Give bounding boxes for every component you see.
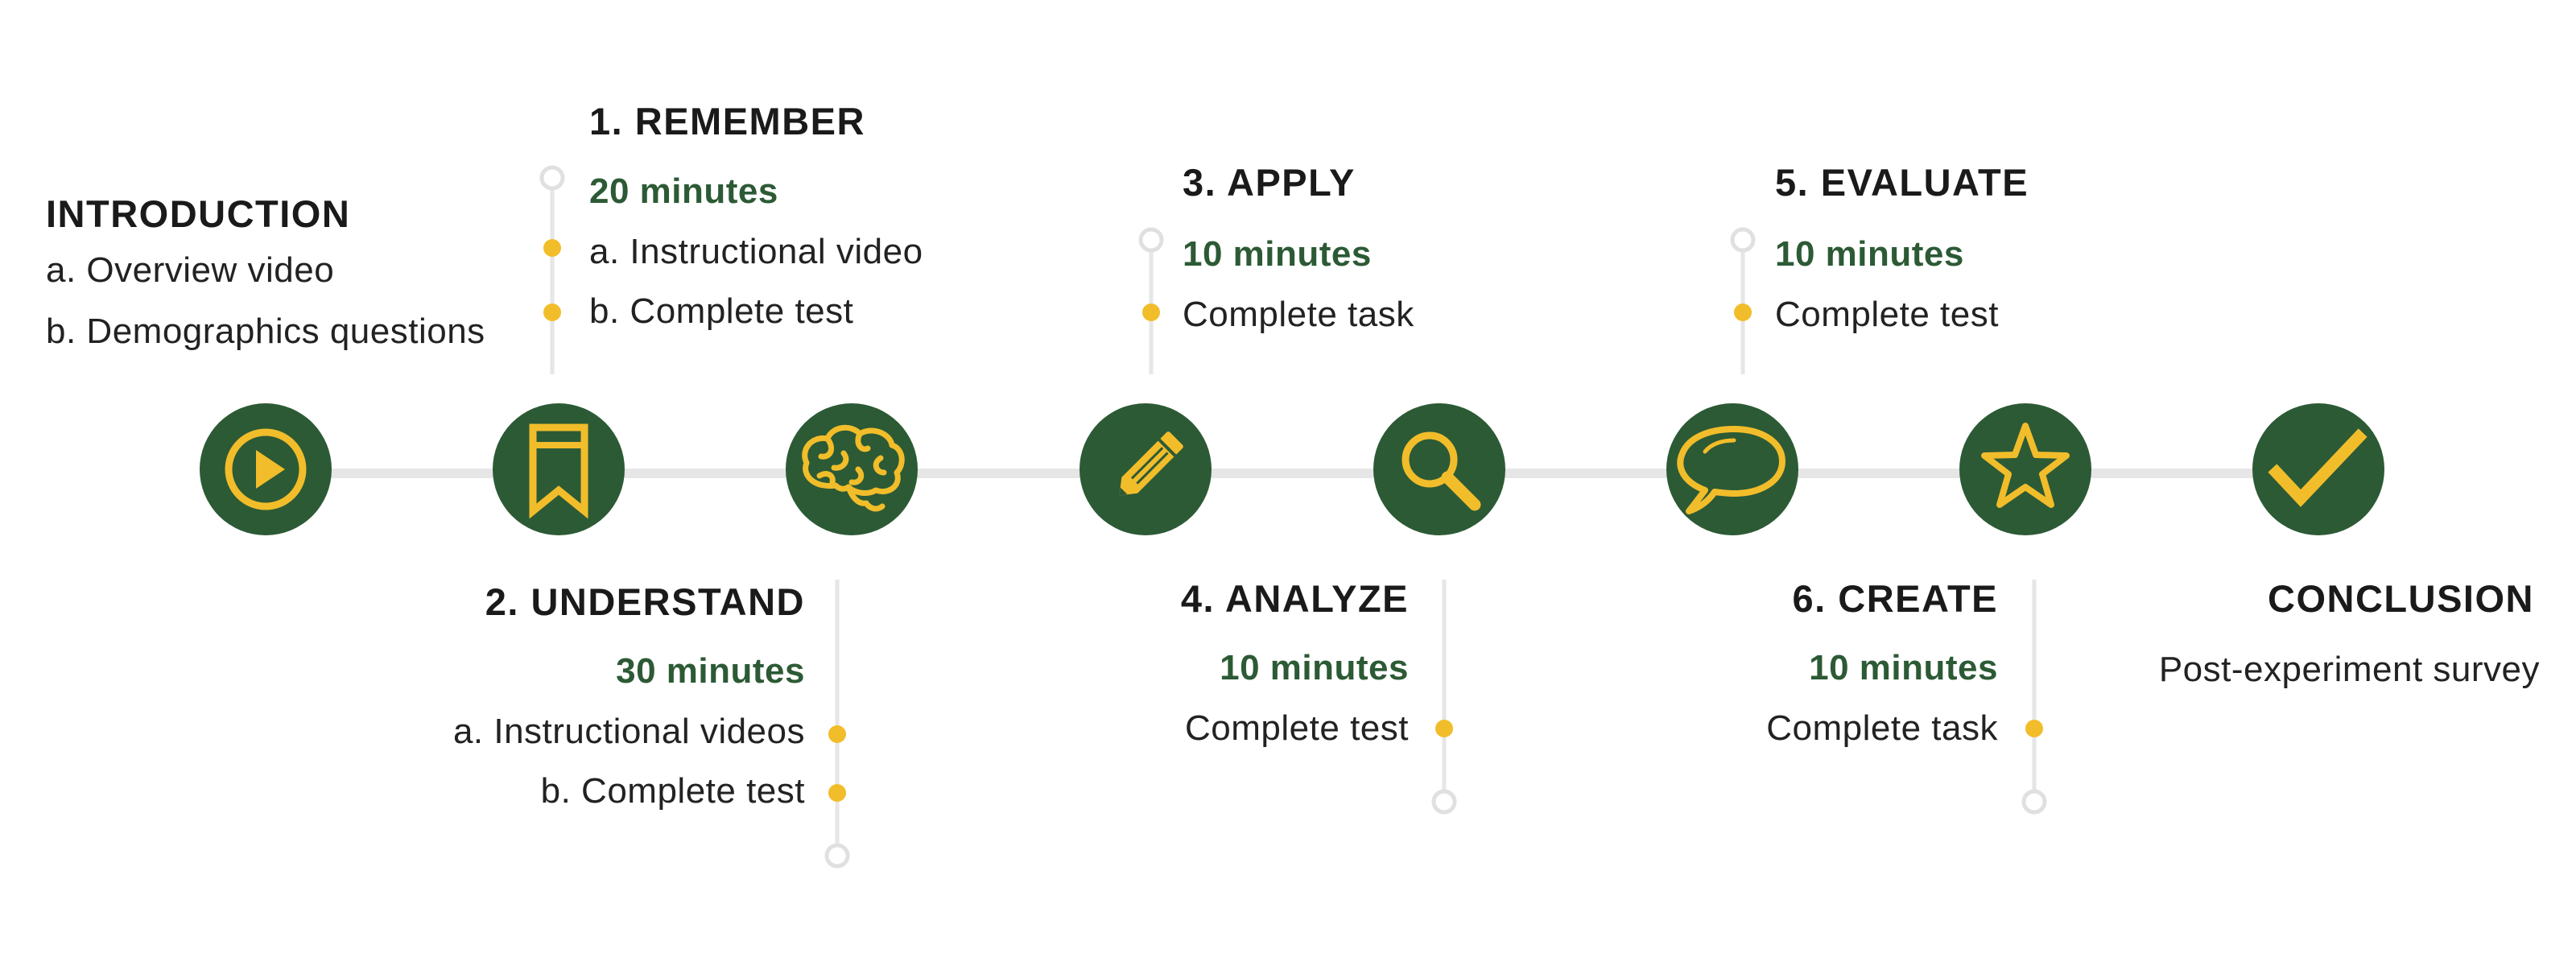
bullet-dot <box>543 239 561 257</box>
remember-item: b. Complete test <box>589 291 854 331</box>
analyze-item: Complete test <box>1185 708 1409 748</box>
end-marker-understand <box>824 843 850 869</box>
remember-title: 1. REMEMBER <box>589 100 865 142</box>
star-icon <box>1959 403 2091 535</box>
conclusion-item: Post-experiment survey <box>2158 650 2540 689</box>
apply-title: 3. APPLY <box>1183 161 1356 204</box>
bullet-dot <box>1142 303 1160 321</box>
apply-duration: 10 minutes <box>1183 234 1372 274</box>
understand-title: 2. UNDERSTAND <box>485 580 805 623</box>
magnifier-icon <box>1373 403 1505 535</box>
bullet-dot <box>828 784 846 802</box>
bullet-dot <box>2025 720 2043 737</box>
create-duration: 10 minutes <box>1809 648 1998 687</box>
introduction-title: INTRODUCTION <box>46 192 351 235</box>
bullet-dot <box>828 725 846 743</box>
analyze-title: 4. ANALYZE <box>1180 577 1409 620</box>
bullet-dot <box>1435 720 1453 737</box>
apply-item: Complete task <box>1183 295 1414 334</box>
analyze-duration: 10 minutes <box>1220 648 1409 687</box>
evaluate-item: Complete test <box>1775 295 1999 334</box>
end-marker-remember <box>539 165 565 191</box>
remember-item: a. Instructional video <box>589 232 923 271</box>
remember-duration: 20 minutes <box>589 171 778 211</box>
speech-bubble-icon <box>1666 403 1798 535</box>
conclusion-title: CONCLUSION <box>2268 577 2534 620</box>
end-marker-analyze <box>1431 789 1457 815</box>
create-item: Complete task <box>1766 708 1998 748</box>
bookmark-icon <box>493 403 625 535</box>
understand-item: a. Instructional videos <box>452 712 805 751</box>
end-marker-create <box>2021 789 2047 815</box>
bullet-dot <box>543 303 561 321</box>
pencil-icon <box>1080 403 1212 535</box>
understand-duration: 30 minutes <box>616 651 805 691</box>
create-title: 6. CREATE <box>1792 577 1998 620</box>
evaluate-duration: 10 minutes <box>1775 234 1964 274</box>
end-marker-apply <box>1138 227 1164 253</box>
brain-icon <box>786 403 918 535</box>
bullet-dot <box>1734 303 1752 321</box>
introduction-item: a. Overview video <box>46 250 335 290</box>
checkmark-icon <box>2252 403 2384 535</box>
understand-item: b. Complete test <box>540 771 805 811</box>
end-marker-evaluate <box>1730 227 1756 253</box>
evaluate-title: 5. EVALUATE <box>1775 161 2029 204</box>
introduction-item: b. Demographics questions <box>46 312 485 351</box>
play-icon <box>200 403 332 535</box>
